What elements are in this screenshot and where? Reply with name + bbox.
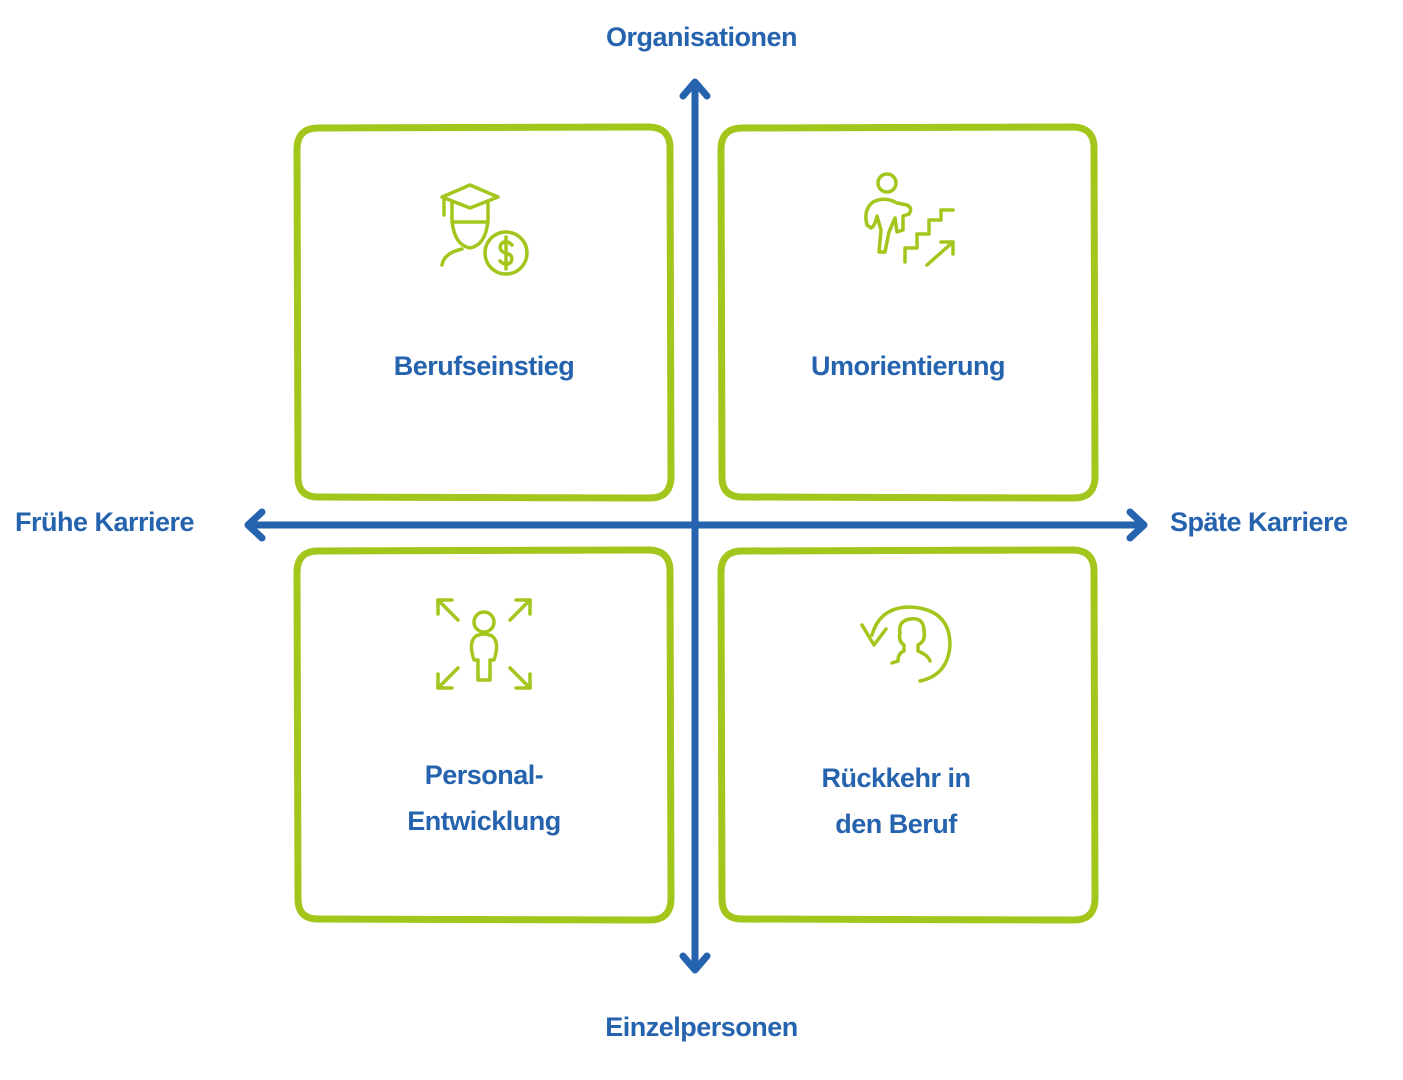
quadrant-label-top-left: Berufseinstieg: [393, 351, 575, 381]
arrow-right-icon: [1126, 508, 1148, 542]
quadrant-label-bottom-right: Rückkehr in den Beruf: [710, 755, 1082, 847]
quadrant-box-bottom-right: [717, 546, 1099, 924]
quadrant-box-bottom-left: [293, 546, 675, 924]
arrow-left-icon: [244, 508, 266, 542]
quadrant-label-line: Personal-: [424, 760, 544, 790]
person-expand-arrows-icon: [436, 598, 532, 690]
quadrant-box-top-left: [293, 123, 675, 502]
axis-label-top: Organisationen: [605, 22, 798, 52]
quadrant-label-bottom-left: Personal- Entwicklung: [298, 752, 670, 844]
arrow-down-icon: [679, 952, 711, 974]
quadrant-box-top-right: [717, 123, 1099, 502]
quadrant-label-line: Entwicklung: [407, 806, 561, 836]
axis-label-left: Frühe Karriere: [15, 507, 195, 537]
axis-label-right: Späte Karriere: [1170, 507, 1348, 537]
graduate-money-icon: [440, 183, 529, 276]
quadrant-label-line: den Beruf: [835, 809, 957, 839]
person-climbing-stairs-icon: [864, 172, 955, 267]
quadrant-label-line: Rückkehr in: [821, 763, 971, 793]
person-return-arrow-icon: [860, 605, 952, 683]
axis-label-bottom: Einzelpersonen: [605, 1012, 798, 1042]
arrow-up-icon: [679, 78, 711, 100]
quadrant-label-top-right: Umorientierung: [810, 351, 1006, 381]
